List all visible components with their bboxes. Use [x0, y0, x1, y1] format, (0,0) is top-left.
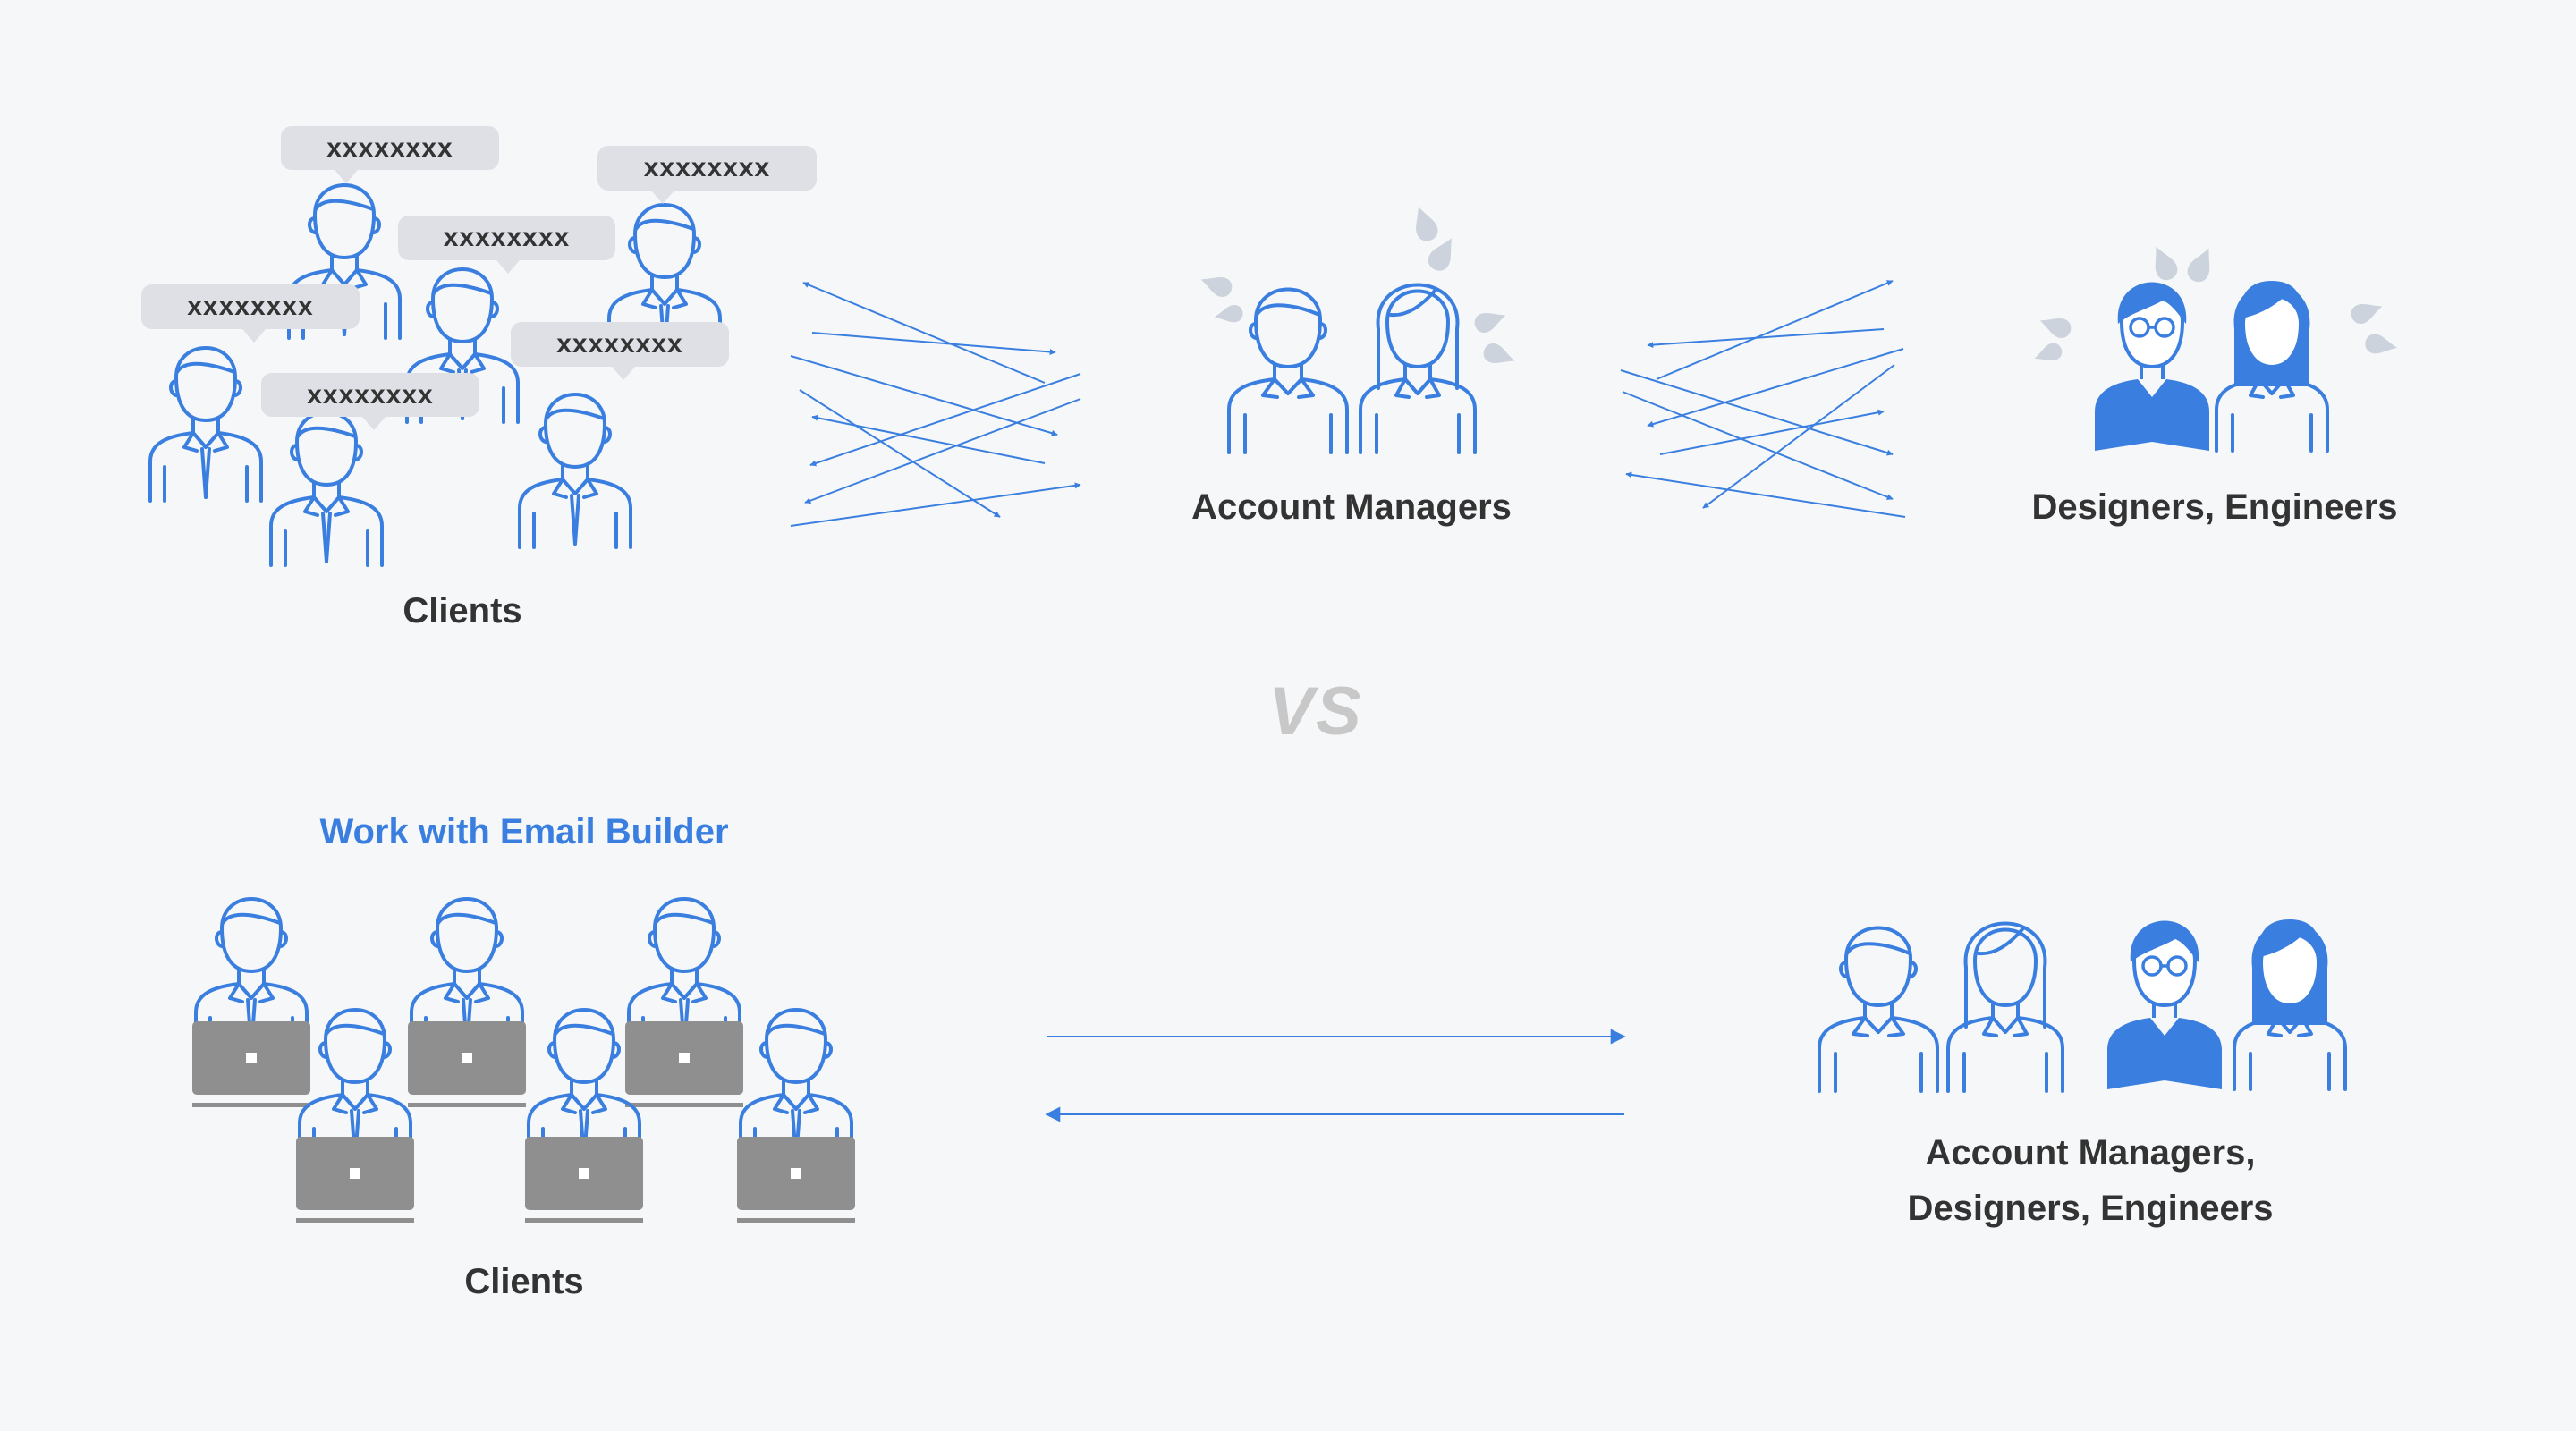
speech-bubble: xxxxxxxx — [281, 126, 499, 183]
speech-bubble: xxxxxxxx — [141, 284, 360, 343]
work-with-email-builder-heading: Work with Email Builder — [319, 812, 729, 851]
combined-team-label-line2: Designers, Engineers — [1907, 1189, 2274, 1228]
speech-bubble: xxxxxxxx — [597, 146, 817, 204]
combined-team-group — [1818, 918, 2347, 1093]
sweat-drop-icon — [2037, 311, 2074, 341]
combined-team-label-line1: Account Managers, — [1925, 1133, 2256, 1173]
designer-person-icon — [2106, 919, 2224, 1091]
speech-bubble: xxxxxxxx — [511, 322, 729, 380]
direct-arrows — [1045, 1029, 1626, 1122]
speech-bubble: xxxxxxxx — [261, 373, 479, 430]
manager-person-icon — [1818, 926, 1939, 1093]
sweat-drop-icon — [2031, 340, 2064, 367]
laptop-icon — [525, 1137, 643, 1223]
engineer-person-icon — [2215, 279, 2329, 453]
sweat-drop-icon — [2363, 332, 2399, 358]
laptop-icon — [737, 1137, 855, 1223]
bottom-clients-group — [192, 897, 855, 1223]
client-person-icon — [269, 411, 384, 567]
sweat-drop-icon — [2348, 297, 2385, 326]
combined-team-label: Account Managers, Designers, Engineers — [1907, 1125, 2273, 1236]
vs-label: VS — [1268, 673, 1363, 749]
client-person-icon — [518, 393, 632, 549]
sweat-drop-icon — [2183, 243, 2219, 286]
chaotic-arrows-left — [790, 282, 1081, 527]
manager-person-icon — [1946, 921, 2064, 1093]
sweat-drop-icon — [1408, 202, 1441, 244]
laptop-icon — [192, 1021, 310, 1107]
designer-person-icon — [2093, 280, 2211, 453]
chaotic-arrows-right — [1620, 280, 1906, 518]
manager-person-icon — [1227, 287, 1349, 454]
laptop-icon — [408, 1021, 526, 1107]
engineer-person-icon — [2233, 918, 2347, 1091]
designers-engineers-group — [2031, 241, 2399, 453]
manager-person-icon — [1359, 283, 1477, 454]
sweat-drop-icon — [1480, 341, 1518, 370]
account-managers-label: Account Managers — [1191, 487, 1512, 527]
designers-engineers-label: Designers, Engineers — [2031, 487, 2398, 527]
speech-bubble: xxxxxxxx — [398, 216, 615, 274]
clients-bottom-label: Clients — [464, 1262, 584, 1301]
clients-top-label: Clients — [402, 591, 522, 631]
client-person-icon — [148, 346, 263, 503]
laptop-icon — [296, 1137, 414, 1223]
account-managers-group — [1198, 202, 1518, 454]
sweat-drop-icon — [1471, 306, 1509, 335]
sweat-drop-icon — [1213, 303, 1244, 326]
laptop-icon — [625, 1021, 743, 1107]
sweat-drop-icon — [2146, 241, 2182, 284]
sweat-drop-icon — [1198, 270, 1235, 300]
